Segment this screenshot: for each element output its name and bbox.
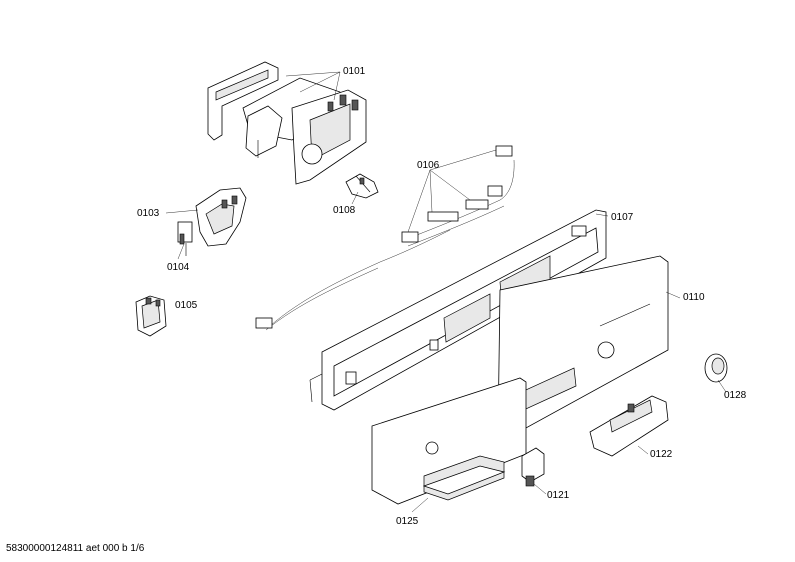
label-0106: 0106: [417, 160, 440, 171]
label-0108: 0108: [333, 205, 356, 216]
leader-lines: [165, 71, 727, 513]
label-0105: 0105: [175, 300, 198, 311]
part-0108-socket: [345, 173, 379, 199]
part-0105-relay: [135, 295, 167, 337]
part-0106-wiring-harness: [255, 145, 515, 331]
label-0128: 0128: [724, 390, 747, 401]
part-0107-panel-frame: [309, 209, 607, 411]
label-0125: 0125: [396, 516, 419, 527]
label-0122: 0122: [650, 449, 673, 460]
part-0103-valve: [177, 187, 247, 256]
part-0101-module-housing: [207, 61, 367, 185]
label-0121: 0121: [547, 490, 570, 501]
document-footer: 58300000124811 aet 000 b 1/6: [6, 543, 145, 554]
label-0101: 0101: [343, 66, 366, 77]
label-0103: 0103: [137, 208, 160, 219]
part-0128-knob: [704, 353, 728, 383]
part-0122-handle: [589, 395, 669, 457]
label-0104: 0104: [167, 262, 190, 273]
part-0121-clip: [521, 447, 545, 487]
part-0125-lower-panel: [371, 377, 527, 505]
label-0110: 0110: [683, 292, 705, 303]
label-0107: 0107: [611, 212, 634, 223]
